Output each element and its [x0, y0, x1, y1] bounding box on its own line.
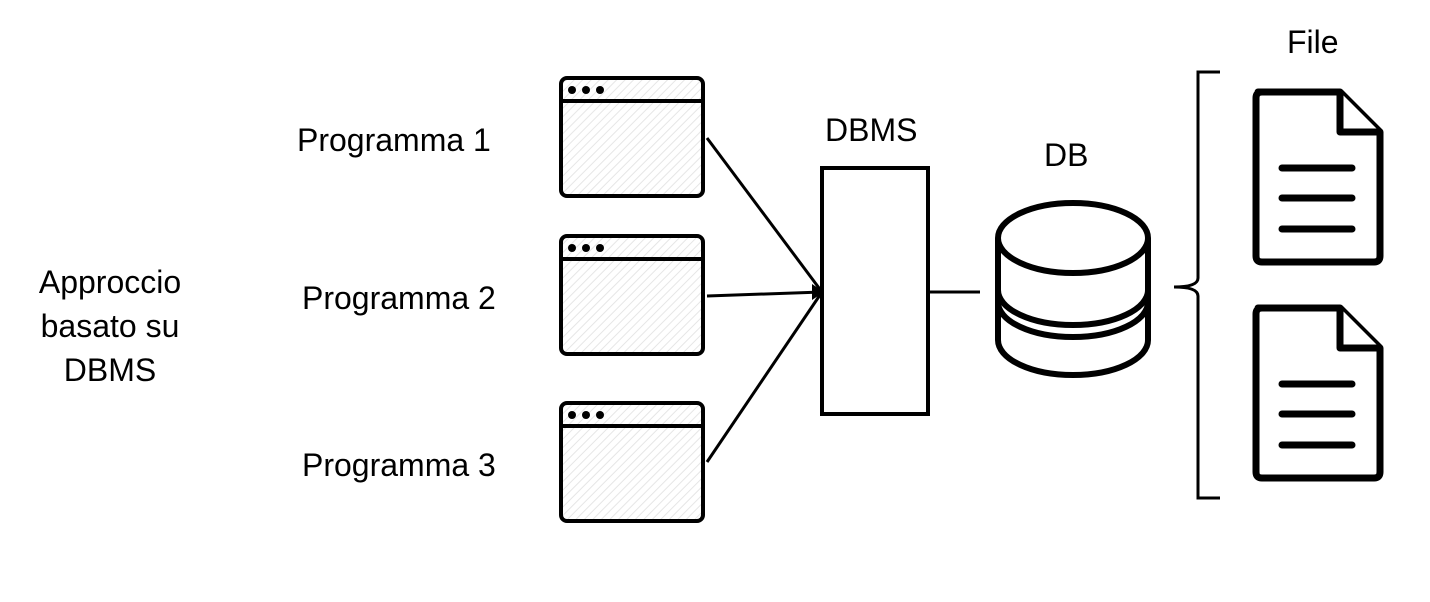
approach-label-line-1: Approccio [38, 264, 182, 300]
dbms-box [820, 166, 930, 416]
connector-junction-arrowhead [812, 284, 824, 300]
program-3-label: Programma 3 [302, 447, 496, 483]
database-cylinder-icon [995, 200, 1151, 378]
program-2-label: Programma 2 [302, 280, 496, 316]
files-curly-brace [1173, 70, 1220, 500]
connector-program-3-dbms [705, 291, 824, 463]
program-1-label: Programma 1 [297, 122, 491, 158]
program-3-window-icon [559, 401, 705, 523]
document-file-icon-1 [1252, 88, 1384, 266]
approach-label-line-2: basato su [40, 308, 180, 344]
connector-program-2-dbms [706, 290, 823, 298]
program-1-window-icon [559, 76, 705, 198]
document-file-icon-2 [1252, 304, 1384, 482]
connector-program-1-dbms [705, 137, 824, 293]
program-2-window-icon [559, 234, 705, 356]
files-label: File [1287, 24, 1339, 60]
approach-label: Approccio basato su DBMS [20, 260, 200, 392]
approach-label-line-3: DBMS [63, 352, 157, 388]
db-label: DB [1044, 137, 1089, 173]
dbms-label: DBMS [825, 112, 918, 148]
